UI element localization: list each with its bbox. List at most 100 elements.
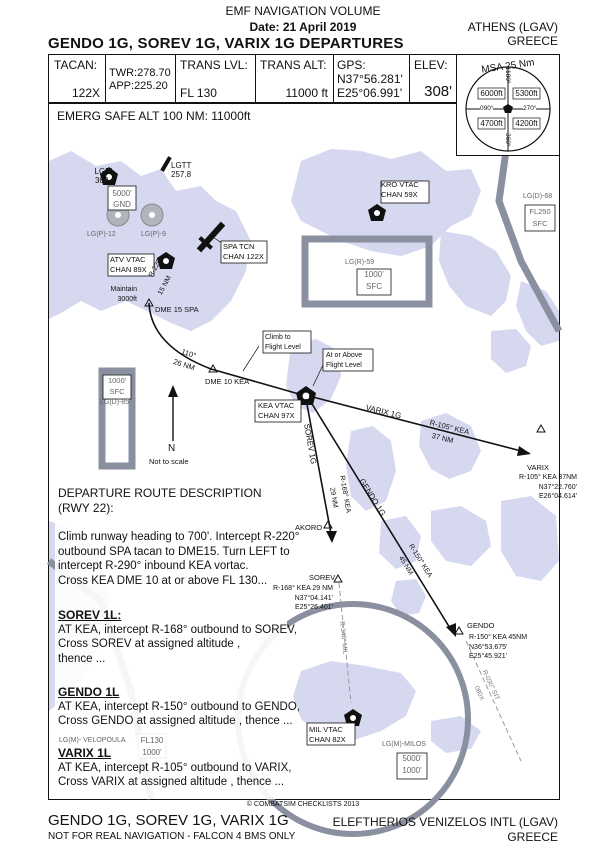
footer-country: GREECE <box>507 830 558 844</box>
route-varix <box>308 395 530 454</box>
varix-arrowhead <box>517 446 531 456</box>
sorev-line-2: Cross SOREV at assigned altitude , <box>58 638 241 650</box>
description-title: DEPARTURE ROUTE DESCRIPTION (RWY 22): <box>58 486 262 516</box>
spa-box <box>220 240 268 264</box>
climb-box <box>262 330 312 354</box>
airport-country: GREECE <box>507 34 558 48</box>
twr-freq: TWR:278.70 <box>109 67 171 79</box>
elev-label: ELEV: <box>414 58 448 72</box>
velopoula-limits: FL130 1000' <box>138 735 166 759</box>
dme10-triangle <box>208 363 218 373</box>
emergency-safe-altitude: EMERG SAFE ALT 100 NM: 11000ft <box>57 109 251 123</box>
map-svg <box>46 107 563 837</box>
lgd85-bottom: SFC <box>109 387 125 396</box>
trans-lvl-cell: TRANS LVL: FL 130 <box>175 55 256 103</box>
gnd-top: 5000' <box>112 189 132 198</box>
chart-title: GENDO 1G, SOREV 1G, VARIX 1G DEPARTURES <box>48 35 404 52</box>
lgd85-area <box>98 367 136 470</box>
kro-name: KRO VTAC <box>381 180 419 189</box>
kea-name: KEA VTAC <box>258 401 295 410</box>
chart-map: EMERG SAFE ALT 100 NM: 11000ft LGEL 363.… <box>46 102 577 837</box>
lgd68-label: LG(D)-68 <box>523 193 553 200</box>
climb-line1: Climb to <box>265 334 291 341</box>
lgr59-bottom: SFC <box>366 282 382 291</box>
varix-name: VARIX <box>527 463 549 472</box>
gps-cell: GPS: N37°56.281' E25°06.991' <box>333 55 410 103</box>
lgtt-name: LGTT <box>171 161 192 170</box>
kro-vtac-label: KRO VTAC CHAN 59X <box>381 180 419 200</box>
info-bar: TACAN: 122X TWR:278.70 APP:225.20 TRANS … <box>48 54 458 104</box>
milos-box <box>396 752 428 780</box>
description-main: Climb runway heading to 700'. Intercept … <box>58 530 299 588</box>
dme15-triangle <box>144 297 154 307</box>
vel-bottom: 1000' <box>142 748 162 757</box>
akoro-name: AKORO <box>295 523 323 532</box>
gendo-name: GENDO <box>467 621 495 630</box>
milos-island <box>293 661 416 741</box>
sorev-lon: E25°26.401' <box>294 604 333 611</box>
desc-line-4: Cross KEA DME 10 at or above FL 130... <box>58 574 268 587</box>
atv-name: ATV VTAC <box>110 255 146 264</box>
dme10-label: DME 10 KEA <box>205 377 250 386</box>
trans-lvl-value: FL 130 <box>180 86 217 100</box>
gendo-info: R-150° KEA 45NM N36°53.675' E25°45.921' <box>469 633 527 662</box>
mil-vtac-icon <box>344 709 362 726</box>
spa-runway-icon <box>196 221 226 253</box>
lgel-name: LGEL <box>94 167 115 176</box>
lgr59-limits: 1000' SFC <box>357 269 391 293</box>
fir-line-east <box>495 150 563 333</box>
milos-label: LG(M)-MILOS <box>382 741 426 748</box>
trans-alt-label: TRANS ALT: <box>260 58 327 72</box>
waypoint-triangles <box>144 297 546 635</box>
lgd68-bottom: SFC <box>532 219 548 228</box>
akoro-triangle <box>323 519 333 529</box>
lgd68-box <box>524 204 556 232</box>
above-line1: At or Above <box>326 352 363 359</box>
syros-island <box>419 413 481 479</box>
msa-b180: 180° <box>504 70 511 84</box>
msa-nw: 6000ft <box>480 89 503 98</box>
varix-description: VARIX 1L AT KEA, intercept R-105° outbou… <box>58 746 291 790</box>
description-title-2: (RWY 22): <box>58 501 114 515</box>
gps-lon: E25°06.991' <box>337 86 403 100</box>
msa-nw-box <box>477 87 506 100</box>
footer-airport: ELEFTHERIOS VENIZELOS INTL (LGAV) <box>332 815 558 829</box>
lgd85-label: LG(D)-85 <box>100 399 130 406</box>
climb-leader <box>242 345 260 372</box>
trans-lvl-label: TRANS LVL: <box>180 58 248 72</box>
gendo-lon: E25°45.921' <box>469 653 508 660</box>
kea-chan: CHAN 97X <box>258 411 295 420</box>
lgel-elev: 363.4 <box>94 176 115 185</box>
lgr59-label: LG(R)-59 <box>345 259 375 266</box>
gendo-line-2: Cross GENDO at assigned altitude , thenc… <box>58 715 293 727</box>
attica-landmass <box>49 151 251 331</box>
route-sorev <box>305 398 333 540</box>
route-r290-to-kea <box>148 302 307 397</box>
mykonos-island <box>491 329 531 373</box>
freq-cell: TWR:278.70 APP:225.20 <box>105 55 176 103</box>
route-gendo <box>308 398 454 634</box>
varix-triangle <box>536 423 546 433</box>
lgp12-label: LG(P)-12 <box>87 231 116 238</box>
atv-box <box>107 253 155 277</box>
above-leader <box>312 364 324 387</box>
msa-b090: 090° <box>480 105 494 112</box>
msa-ne: 5300ft <box>515 89 538 98</box>
mil-chan: CHAN 82X <box>309 735 346 744</box>
gps-lat: N37°56.281' <box>337 72 403 86</box>
maintain-line1: Maintain <box>110 286 137 293</box>
velopoula-label: LG(M)- VELOPOULA <box>59 737 126 744</box>
footer-disclaimer: NOT FOR REAL NAVIGATION - FALCON 4 BMS O… <box>48 831 296 842</box>
gps-label: GPS: <box>337 58 366 72</box>
radial-r348-mil <box>338 582 352 704</box>
north-arrow-head <box>168 385 178 397</box>
spa-name: SPA TCN <box>223 242 255 251</box>
sorev-line-3: thence ... <box>58 652 106 665</box>
msa-diagram <box>465 66 551 152</box>
gendo-description: GENDO 1L AT KEA, intercept R-150° outbou… <box>58 685 300 729</box>
lgd68-limits: FL250 SFC <box>525 206 555 230</box>
kro-box <box>380 180 430 204</box>
sorev-kea: R-168° KEA 29 NM <box>273 585 333 592</box>
desc-line-3: intercept R-290° inbound KEA vortac. <box>58 560 249 572</box>
maintain-line2: 3000ft <box>117 296 137 303</box>
